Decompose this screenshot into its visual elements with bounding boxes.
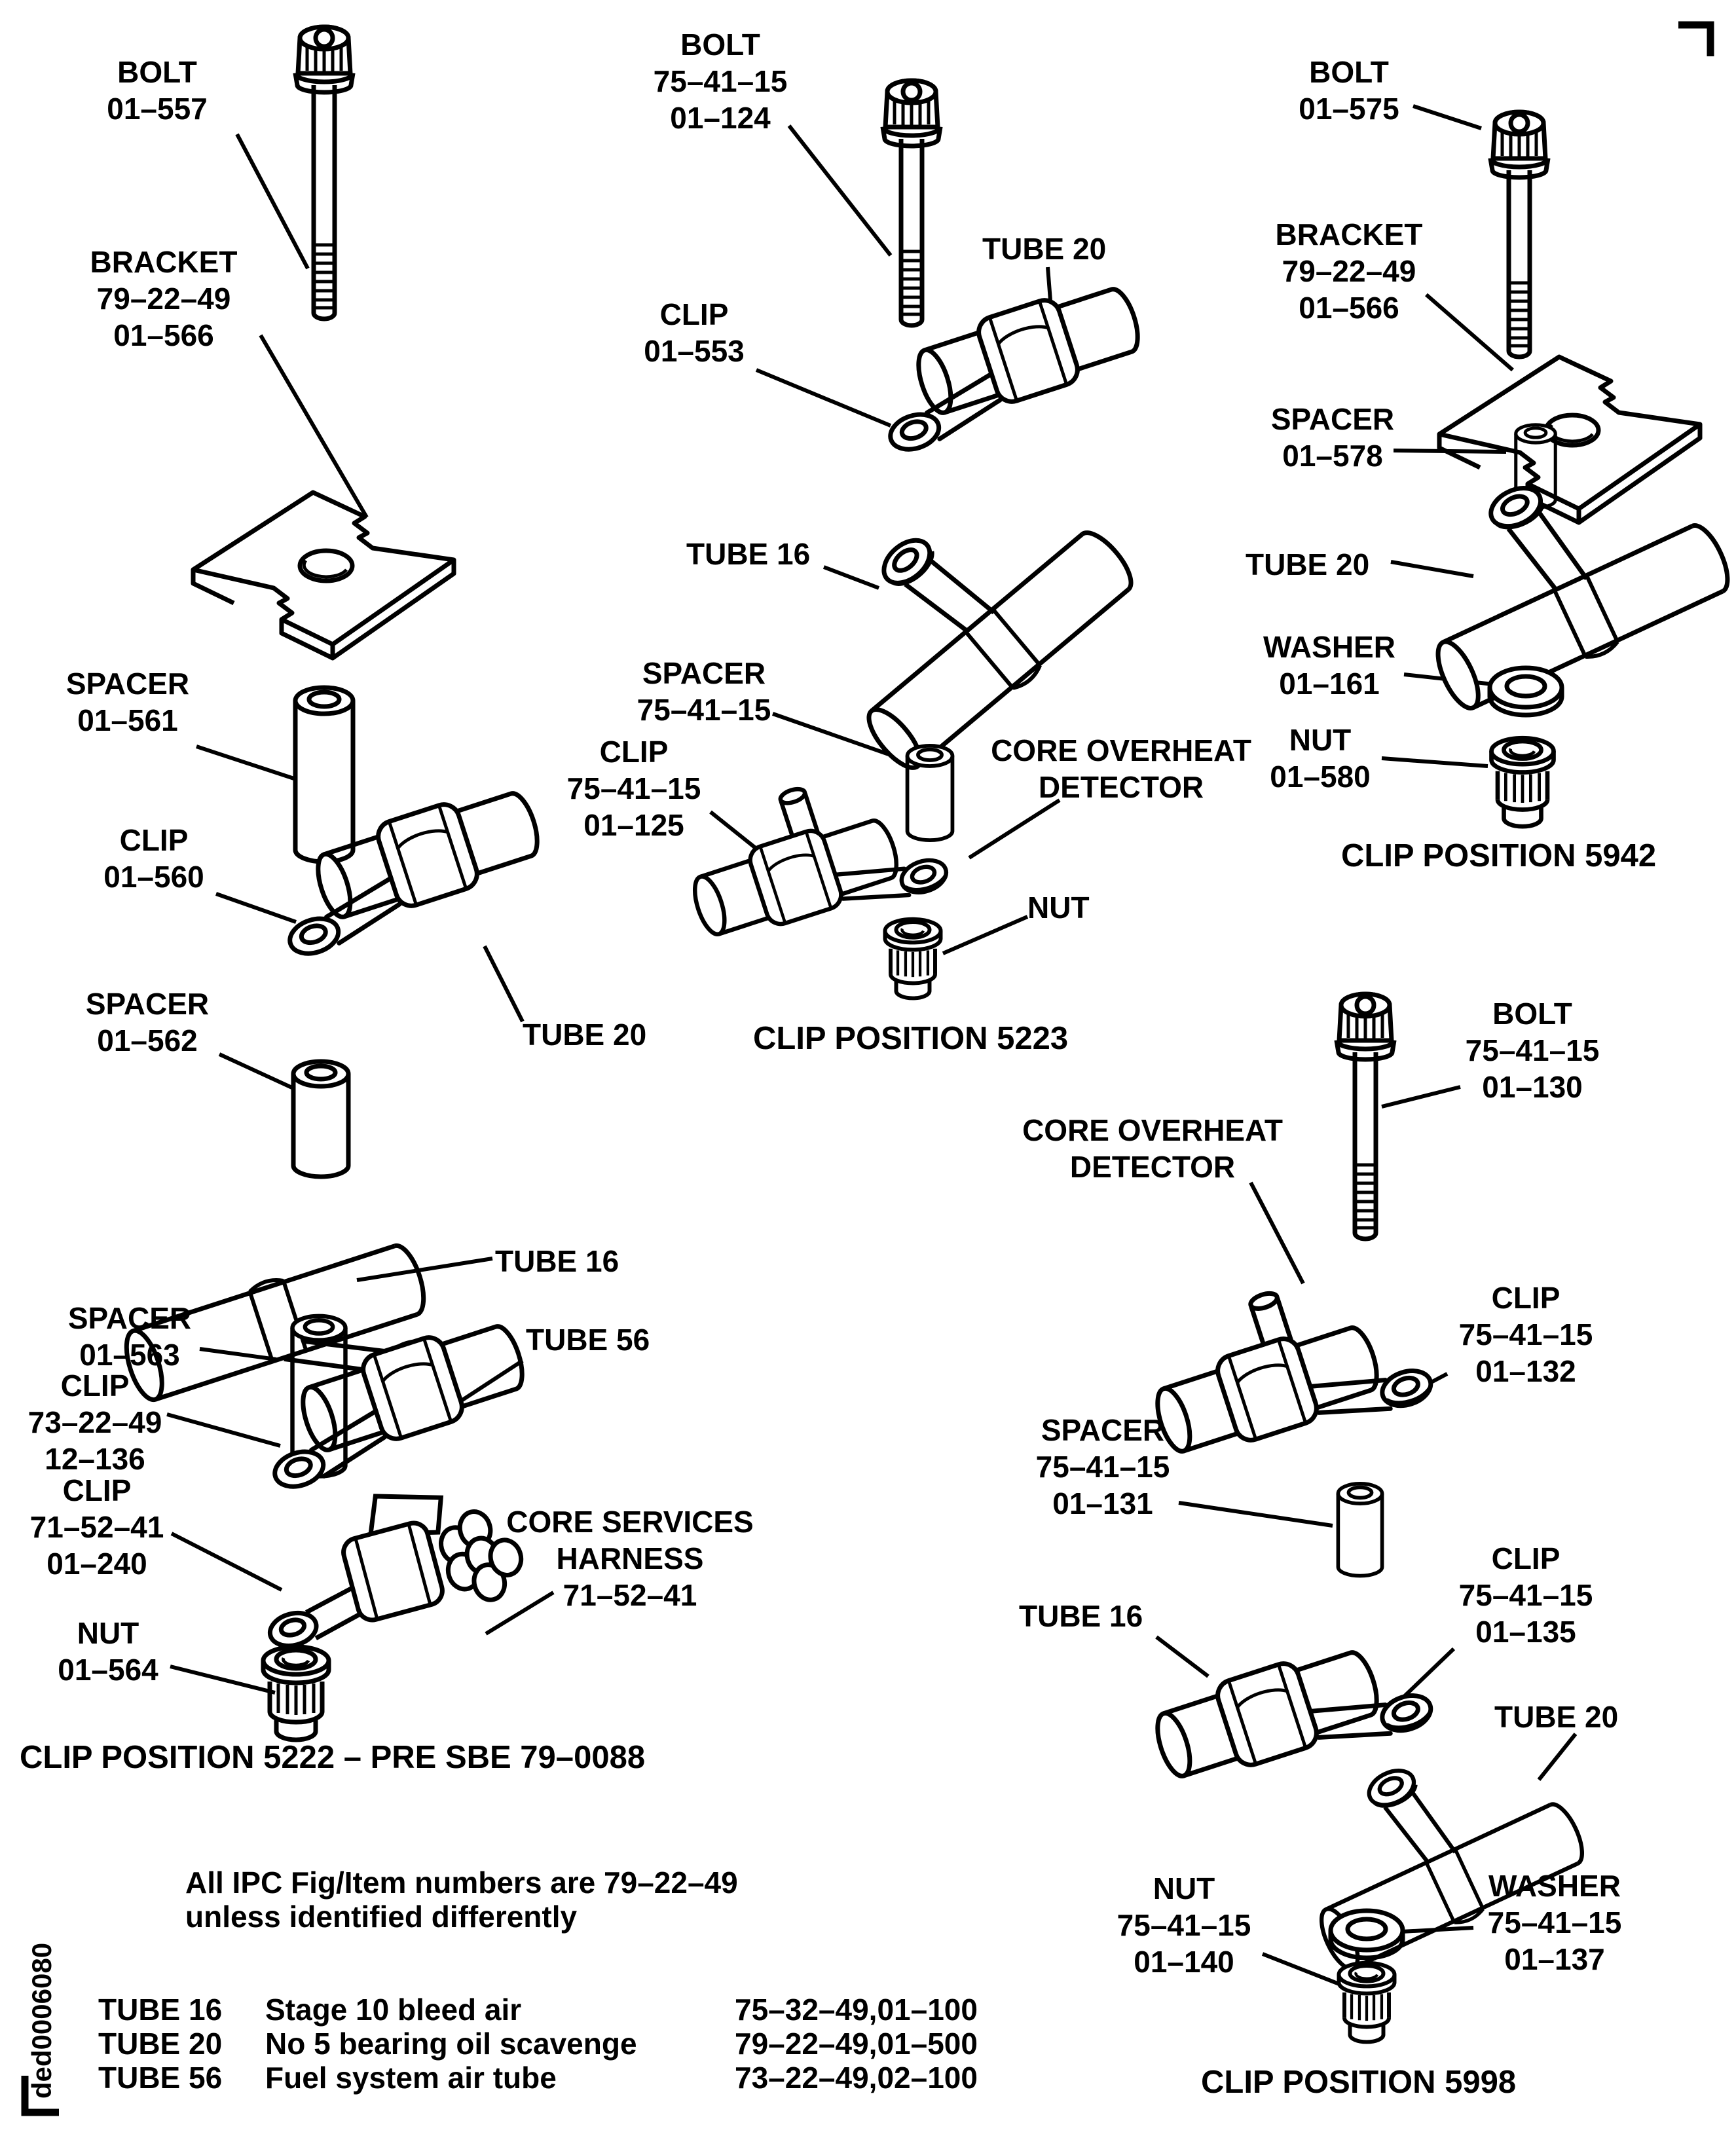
label-clip-71-52-41: CLIP 71–52–41 01–240	[29, 1473, 164, 1581]
label-bracket-right: BRACKET 79–22–49 01–566	[1275, 217, 1423, 325]
label-tube16-5223: TUBE 16	[686, 537, 811, 571]
label-bolt-01-124: BOLT 75–41–15 01–124	[653, 28, 788, 136]
label-clip-01-553: CLIP 01–553	[644, 297, 745, 369]
label-nut-5223: NUT	[1027, 891, 1090, 925]
figure-id-vertical: ded0006080	[26, 1942, 57, 2099]
washer-drawing-01-137	[1331, 1911, 1403, 1958]
bolt-drawing-01-130	[1337, 994, 1394, 1239]
tube-table-row-desc: No 5 bearing oil scavenge	[265, 2027, 637, 2061]
washer-drawing-01-161	[1490, 668, 1562, 715]
label-nut-01-140: NUT 75–41–15 01–140	[1117, 1871, 1251, 1979]
caption-clip-position-5222: CLIP POSITION 5222 – PRE SBE 79–0088	[20, 1740, 646, 1775]
caption-clip-position-5942: CLIP POSITION 5942	[1341, 838, 1657, 874]
label-tube16-5998: TUBE 16	[1019, 1599, 1143, 1633]
label-nut-01-564: NUT 01–564	[58, 1616, 158, 1687]
label-bracket-left: BRACKET 79–22–49 01–566	[90, 245, 238, 353]
clip-drawing-01-560-tube20	[264, 779, 551, 959]
label-clip-73-22-49: CLIP 73–22–49 12–136	[28, 1369, 162, 1477]
tube-table-row-desc: Fuel system air tube	[265, 2061, 557, 2095]
label-spacer-75-41-15: SPACER 75–41–15	[637, 656, 771, 727]
note-ipc-line1: All IPC Fig/Item numbers are 79–22–49	[185, 1866, 738, 1900]
label-bolt-01-575: BOLT 01–575	[1299, 55, 1399, 126]
label-tube20-5998: TUBE 20	[1494, 1700, 1619, 1734]
label-tube56-5222: TUBE 56	[526, 1323, 650, 1357]
label-bolt-01-130: BOLT 75–41–15 01–130	[1465, 997, 1600, 1105]
tube-table-row-tube: TUBE 20	[98, 2027, 223, 2061]
label-clip-01-560: CLIP 01–560	[103, 823, 204, 894]
label-clip-01-132: CLIP 75–41–15 01–132	[1458, 1281, 1593, 1389]
label-core-overheat-5223: CORE OVERHEAT DETECTOR	[991, 733, 1251, 805]
tube-table-row-desc: Stage 10 bleed air	[265, 1993, 522, 2027]
bolt-drawing-01-575	[1490, 112, 1548, 357]
bracket-drawing-01-566-right	[1439, 357, 1700, 523]
bolt-drawing-01-557	[295, 27, 353, 319]
corner-mark-bottom-left	[21, 2076, 59, 2116]
spacer-drawing-75-41-15	[908, 746, 953, 840]
nut-drawing-01-140	[1339, 1963, 1395, 2042]
nut-drawing-01-580	[1492, 738, 1554, 826]
clip-drawing-01-553-tube20	[864, 275, 1152, 455]
spacer-drawing-01-561	[295, 688, 353, 862]
label-nut-01-580: NUT 01–580	[1270, 723, 1371, 794]
label-tube20-5942: TUBE 20	[1246, 547, 1370, 581]
label-washer-01-137: WASHER 75–41–15 01–137	[1487, 1869, 1622, 1977]
label-tube16-5222: TUBE 16	[495, 1244, 619, 1278]
label-clip-01-135: CLIP 75–41–15 01–135	[1458, 1541, 1593, 1649]
clip-drawing-01-132-detector	[1133, 1253, 1435, 1479]
label-core-overheat-5998: CORE OVERHEAT DETECTOR	[1022, 1113, 1283, 1185]
nut-drawing-5223	[885, 919, 941, 999]
label-tube20-5223: TUBE 20	[982, 232, 1107, 266]
label-spacer-01-131: SPACER 75–41–15 01–131	[1035, 1413, 1170, 1521]
note-ipc-line2: unless identified differently	[185, 1900, 578, 1934]
bolt-drawing-01-124	[883, 81, 940, 325]
core-services-harness-drawing	[242, 1464, 530, 1658]
label-tube20-5222: TUBE 20	[523, 1018, 647, 1052]
caption-clip-position-5223: CLIP POSITION 5223	[753, 1021, 1069, 1056]
tube-table-row-tube: TUBE 16	[98, 1993, 223, 2027]
tube-table-row-ref: 79–22–49,01–500	[735, 2027, 978, 2061]
label-bolt-01-557: BOLT 01–557	[107, 55, 208, 126]
label-spacer-01-578: SPACER 01–578	[1270, 402, 1395, 473]
spacer-drawing-01-131	[1338, 1484, 1382, 1576]
spacer-drawing-01-562	[293, 1061, 348, 1177]
label-washer-01-161: WASHER 01–161	[1263, 630, 1395, 701]
label-spacer-01-563: SPACER 01–563	[67, 1301, 192, 1372]
bracket-drawing-01-566-left	[193, 492, 454, 658]
tube-table-row-ref: 73–22–49,02–100	[735, 2061, 978, 2095]
label-clip-01-125: CLIP 75–41–15 01–125	[566, 735, 701, 843]
label-spacer-01-561: SPACER 01–561	[65, 667, 190, 738]
caption-clip-position-5998: CLIP POSITION 5998	[1201, 2065, 1517, 2100]
leader-lines-5222	[166, 133, 555, 1695]
label-core-services: CORE SERVICES HARNESS 71–52–41	[506, 1505, 754, 1613]
corner-mark-top-right	[1678, 21, 1714, 56]
tube-table-row-ref: 75–32–49,01–100	[735, 1993, 978, 2027]
tube-table-row-tube: TUBE 56	[98, 2061, 223, 2095]
label-spacer-01-562: SPACER 01–562	[85, 987, 210, 1058]
tube16-drawing-middle	[790, 442, 1143, 781]
